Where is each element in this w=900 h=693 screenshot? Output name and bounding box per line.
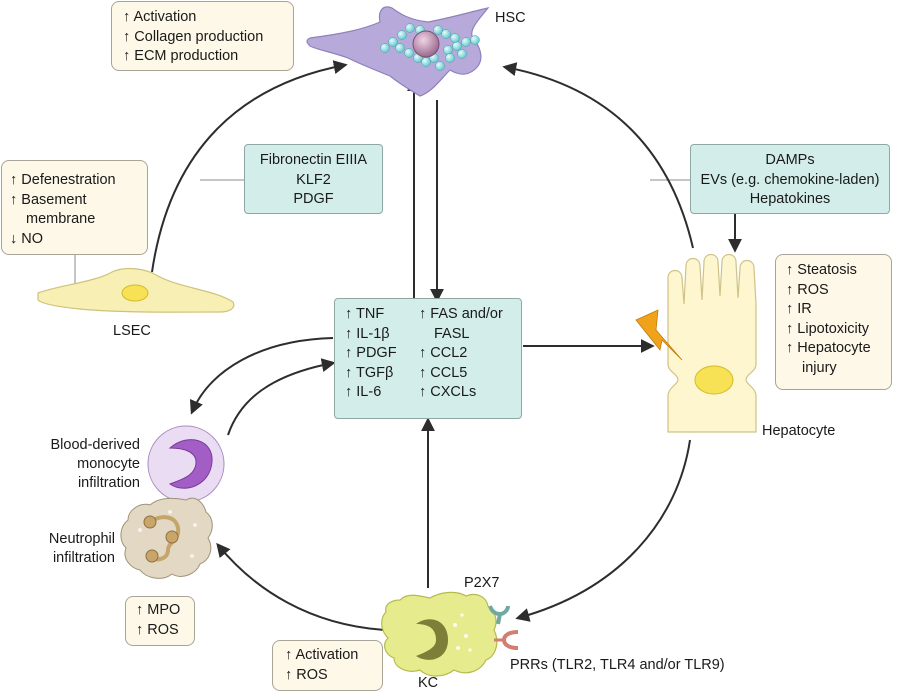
hsc-effect-2: ↑ Collagen production: [123, 28, 264, 45]
cytokine-column-left: ↑ TNF ↑ IL-1β ↑ PDGF ↑ TGFβ ↑ IL-6: [345, 305, 397, 403]
monocyte-label-1: Blood-derived: [50, 437, 140, 453]
hepatocyte-effect-2: ↑ ROS: [786, 281, 829, 298]
hsc-effect-3: ↑ ECM production: [123, 48, 239, 64]
arrow-lsec-to-hsc: [151, 60, 348, 273]
cytokine-tnf: ↑ TNF: [345, 306, 385, 322]
lsec-effect-2: ↑ Basement: [10, 191, 87, 208]
monocyte-cell: [147, 425, 225, 503]
p2x7-label: P2X7: [464, 575, 500, 591]
cytokine-il1b: ↑ IL-1β: [345, 325, 390, 342]
neutrophil-effects-box: ↑ MPO ↑ ROS: [125, 596, 195, 646]
hsc-effect-1: ↑ Activation: [123, 9, 197, 25]
cytokine-il6: ↑ IL-6: [345, 384, 382, 400]
neutrophil-label-2: infiltration: [52, 550, 115, 566]
cytokine-ccl5: ↑ CCL5: [419, 364, 468, 381]
cytokine-pdgf: ↑ PDGF: [345, 345, 397, 361]
hepatocyte-label: Hepatocyte: [762, 423, 836, 439]
hepatocyte-cell: [667, 253, 757, 433]
lsec-signal-1: Fibronectin EIIIA: [259, 152, 368, 168]
neutrophil-cell: [120, 497, 213, 579]
lsec-effect-3: membrane: [26, 211, 96, 227]
kc-effect-1: ↑ Activation: [285, 647, 359, 663]
monocyte-label-3: infiltration: [77, 475, 140, 491]
lsec-signals-box: Fibronectin EIIIA KLF2 PDGF: [244, 144, 383, 214]
hepatocyte-effect-5: ↑ Hepatocyte: [786, 340, 871, 356]
monocyte-label-2: monocyte: [77, 456, 140, 472]
lsec-effect-4: ↓ NO: [10, 230, 44, 247]
neutrophil-effect-2: ↑ ROS: [136, 621, 179, 638]
hepatocyte-effect-4: ↑ Lipotoxicity: [786, 320, 870, 337]
p2x7-receptor-icon: [488, 605, 510, 625]
hepatocyte-effect-3: ↑ IR: [786, 301, 812, 317]
hepatocyte-effects-box: ↑ Steatosis ↑ ROS ↑ IR ↑ Lipotoxicity ↑ …: [775, 254, 892, 390]
arrow-monocyte-to-cytokines: [227, 358, 336, 436]
neutrophil-label: Neutrophil infiltration: [20, 530, 115, 568]
cytokine-box: ↑ TNF ↑ IL-1β ↑ PDGF ↑ TGFβ ↑ IL-6 ↑ FAS…: [334, 298, 522, 419]
cytokine-cxcls: ↑ CXCLs: [419, 384, 477, 400]
lipid-droplets: [380, 23, 480, 71]
arrows: [151, 60, 742, 631]
hepatocyte-effect-1: ↑ Steatosis: [786, 262, 857, 278]
cytokine-fas: ↑ FAS and/or: [419, 306, 503, 322]
kc-cell: [381, 591, 519, 677]
hsc-cell: [306, 6, 490, 97]
hepatocyte-signal-1: DAMPs: [765, 152, 815, 168]
lsec-signal-2: KLF2: [296, 171, 331, 188]
cytokine-tgfb: ↑ TGFβ: [345, 364, 394, 381]
arrow-kc-to-neutrophil: [216, 542, 386, 631]
cytokine-ccl2: ↑ CCL2: [419, 345, 468, 361]
hepatocyte-effect-6: injury: [802, 359, 837, 376]
lsec-effect-1: ↑ Defenestration: [10, 172, 116, 188]
kc-effects-box: ↑ Activation ↑ ROS: [272, 640, 383, 691]
lsec-label: LSEC: [113, 323, 151, 339]
arrow-hepatocyte-to-kc: [515, 439, 691, 622]
lightning-icon: [635, 309, 683, 361]
neutrophil-effect-1: ↑ MPO: [136, 602, 181, 618]
lsec-signal-3: PDGF: [293, 191, 334, 207]
kc-label: KC: [418, 675, 439, 691]
hsc-label: HSC: [495, 10, 526, 26]
arrow-hepatocyte-to-hsc: [502, 62, 694, 249]
hepatocyte-signals-box: DAMPs EVs (e.g. chemokine-laden) Hepatok…: [690, 144, 890, 214]
cytokine-column-right: ↑ FAS and/or FASL ↑ CCL2 ↑ CCL5 ↑ CXCLs: [419, 305, 503, 403]
monocyte-label: Blood-derived monocyte infiltration: [20, 436, 140, 493]
hepatocyte-signal-3: Hepatokines: [749, 191, 831, 207]
cytokine-fasl: FASL: [434, 325, 470, 342]
prrs-label: PRRs (TLR2, TLR4 and/or TLR9): [510, 657, 725, 673]
prr-receptor-icon: [494, 630, 519, 650]
arrow-cytokines-to-monocyte: [189, 337, 334, 415]
hsc-effects-box: ↑ Activation ↑ Collagen production ↑ ECM…: [111, 1, 294, 71]
lsec-cell: [37, 267, 235, 313]
kc-effect-2: ↑ ROS: [285, 666, 328, 683]
hepatocyte-signal-2: EVs (e.g. chemokine-laden): [700, 171, 880, 188]
lsec-effects-box: ↑ Defenestration ↑ Basement membrane ↓ N…: [1, 160, 148, 255]
neutrophil-label-1: Neutrophil: [48, 531, 115, 547]
